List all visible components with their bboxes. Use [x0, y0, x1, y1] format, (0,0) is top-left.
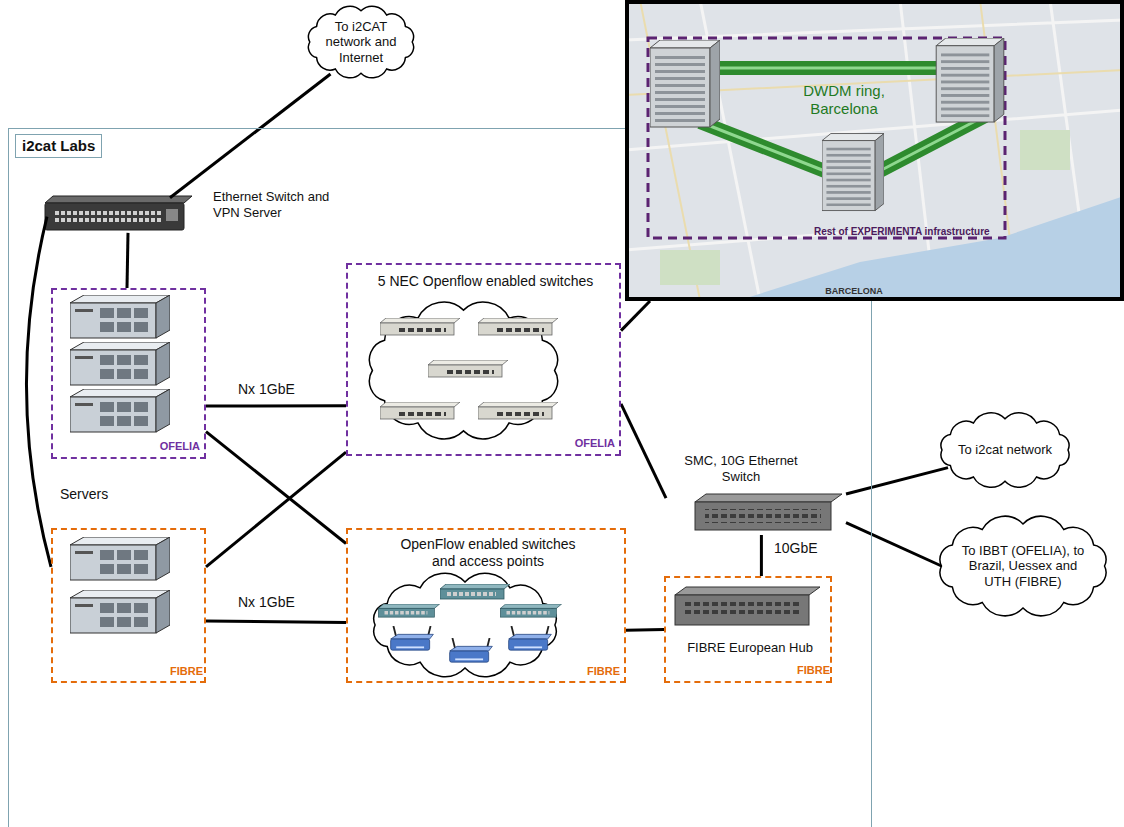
network-link — [206, 432, 346, 544]
group-tag: FIBRE — [131, 665, 203, 678]
ring-label: DWDM ring, Barcelona — [779, 82, 909, 118]
device-label: SMC, 10G Ethernet Switch — [666, 453, 816, 484]
device-label: FIBRE European Hub — [666, 640, 834, 656]
group-tag: FIBRE — [758, 664, 830, 677]
hub-group: FIBRE European HubFIBRE — [664, 576, 832, 683]
network-link — [170, 74, 331, 198]
group-heading: OpenFlow enabled switches and access poi… — [388, 536, 588, 570]
cloud-label: To IBBT (OFELIA), to Brazil, Uessex and … — [955, 543, 1091, 590]
network-link — [26, 217, 51, 567]
group-caption: Servers — [58, 486, 110, 503]
network-link — [206, 404, 346, 407]
cloud-label: To i2cat network — [953, 442, 1058, 458]
cloud-shape — [941, 413, 1069, 488]
device-label: Ethernet Switch and VPN Server — [213, 189, 338, 220]
switch-group: OpenFlow enabled switches and access poi… — [346, 528, 626, 683]
region-title: i2cat Labs — [15, 134, 102, 158]
link-label: Nx 1GbE — [236, 594, 297, 611]
cloud-shape — [940, 516, 1106, 616]
switch-group: 5 NEC Openflow enabled switchesOFELIA — [346, 263, 621, 456]
lab-region: i2cat LabsEthernet Switch and VPN Server… — [8, 128, 872, 827]
network-link — [760, 535, 763, 576]
server-group: OFELIA — [51, 288, 206, 459]
device-group: Ethernet Switch and VPN Server — [41, 187, 341, 241]
network-link — [846, 523, 942, 566]
link-label: Nx 1GbE — [236, 381, 297, 398]
group-heading: 5 NEC Openflow enabled switches — [353, 273, 618, 290]
cloud-node: To i2cat network — [930, 410, 1080, 490]
network-link — [206, 452, 346, 567]
network-link — [621, 301, 650, 331]
group-tag: OFELIA — [128, 440, 200, 453]
server-group: FIBRE — [51, 528, 206, 683]
group-tag: OFELIA — [543, 437, 615, 450]
network-link — [621, 404, 666, 498]
network-link — [127, 233, 128, 288]
device-group: SMC, 10G Ethernet Switch — [666, 453, 846, 535]
group-tag: FIBRE — [548, 665, 620, 678]
cloud-shape — [308, 6, 413, 78]
cloud-node: To i2CAT network and Internet — [300, 2, 422, 82]
map-inset: DWDM ring, BarcelonaRest of EXPERIMENTA … — [625, 0, 1124, 301]
link-speed: 10GbE — [772, 540, 820, 557]
network-link — [626, 628, 664, 632]
city-label: BARCELONA — [804, 286, 904, 297]
network-link — [206, 621, 346, 623]
cloud-node: To IBBT (OFELIA), to Brazil, Uessex and … — [926, 512, 1120, 620]
map-note: Rest of EXPERIMENTA infrastructure — [814, 226, 1029, 238]
cloud-label: To i2CAT network and Internet — [318, 19, 403, 66]
network-link — [846, 468, 948, 494]
